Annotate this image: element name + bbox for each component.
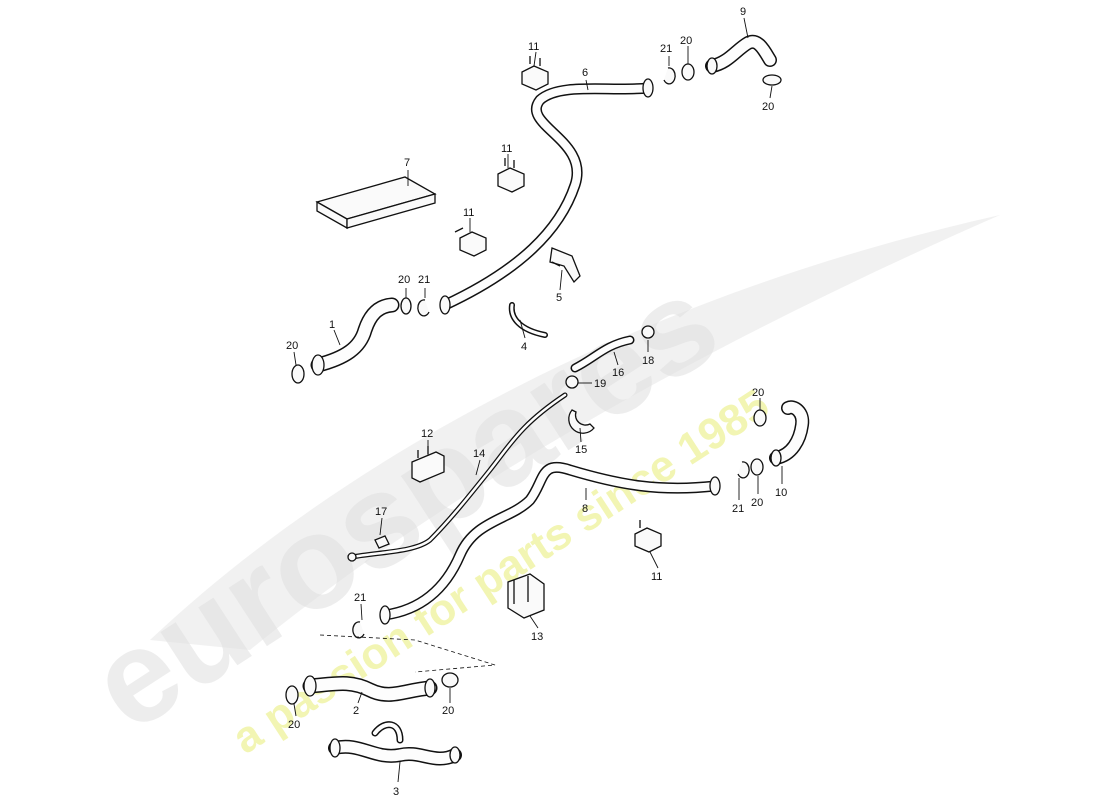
callout-20: 20: [398, 274, 410, 286]
callout-17: 17: [375, 506, 387, 518]
fittings: [303, 57, 782, 764]
leader-lines: [293, 17, 783, 783]
callout-7: 7: [404, 157, 410, 169]
hose-16: [570, 335, 635, 373]
hose-3: [328, 721, 462, 766]
callout-20: 20: [286, 340, 298, 352]
clamp-18: [641, 325, 655, 339]
callout-20: 20: [752, 387, 764, 399]
hose-6: [439, 82, 654, 311]
watermark-swoosh: [150, 215, 1000, 650]
callout-11: 11: [528, 41, 539, 53]
callout-14: 14: [473, 448, 485, 460]
callout-21: 21: [660, 43, 672, 55]
callout-8: 8: [582, 503, 588, 515]
callout-19: 19: [594, 378, 606, 390]
callout-20: 20: [751, 497, 763, 509]
callout-11: 11: [651, 571, 662, 583]
hose-8: [379, 461, 721, 621]
pipe-14: [349, 392, 568, 560]
hose-9: [705, 34, 777, 73]
callout-5: 5: [556, 292, 562, 304]
bracket-4: [508, 302, 548, 338]
clip-11-top: [521, 56, 549, 91]
clip-11-left: [454, 227, 487, 257]
callout-20: 20: [680, 35, 692, 47]
callout-6: 6: [582, 67, 588, 79]
callout-18: 18: [642, 355, 654, 367]
callouts: 11 11 11 7 6 9 21 20 20 20 21 1 20 5 4 1…: [286, 6, 787, 798]
panel-7: [315, 176, 437, 230]
clip-5: [549, 247, 581, 284]
clip-11-mid: [497, 158, 525, 193]
hose-10: [769, 400, 810, 465]
callout-9: 9: [740, 6, 746, 18]
callout-21: 21: [354, 592, 366, 604]
callout-11: 11: [501, 143, 512, 155]
callout-10: 10: [775, 487, 787, 499]
dashed-outline: [319, 634, 496, 673]
callout-1: 1: [329, 319, 335, 331]
callout-12: 12: [421, 428, 433, 440]
callout-3: 3: [393, 786, 399, 798]
hose-1: [310, 297, 400, 373]
clip-15: [568, 409, 595, 434]
callout-21: 21: [732, 503, 744, 515]
clip-11-lower: [634, 520, 662, 553]
circlips: [352, 67, 750, 639]
clamp-19: [565, 375, 579, 389]
callout-20: 20: [762, 101, 774, 113]
clip-17: [374, 535, 390, 549]
bracket-13: [507, 573, 545, 619]
seal-rings: [285, 63, 782, 705]
callout-15: 15: [575, 444, 587, 456]
callout-16: 16: [612, 367, 624, 379]
hoses: [302, 34, 810, 766]
callout-11: 11: [463, 207, 474, 219]
callout-2: 2: [353, 705, 359, 717]
callout-4: 4: [521, 341, 527, 353]
callout-21: 21: [418, 274, 430, 286]
callout-20: 20: [288, 719, 300, 731]
hose-2: [302, 676, 438, 702]
callout-20: 20: [442, 705, 454, 717]
clips: [315, 56, 662, 673]
callout-13: 13: [531, 631, 543, 643]
